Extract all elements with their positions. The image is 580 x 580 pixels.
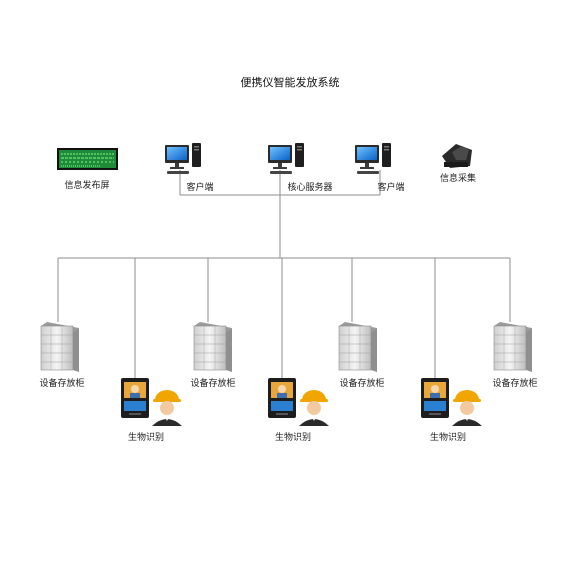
storage-cabinet-icon	[40, 321, 80, 373]
desktop-computer-icon	[165, 143, 201, 174]
cabinet-label: 设备存放柜	[190, 377, 235, 389]
diagram-title: 便携仪智能发放系统	[241, 75, 340, 89]
client-left: 客户端	[165, 143, 214, 193]
face-recognition-terminal-icon	[121, 378, 182, 426]
connection-lines	[57, 170, 511, 380]
storage-cabinet-icon	[193, 321, 233, 373]
desktop-computer-icon	[268, 143, 304, 174]
info-display-label: 信息发布屏	[64, 179, 109, 191]
face-recognition-terminal-icon	[268, 378, 329, 426]
storage-cabinet-icon	[338, 321, 378, 373]
cabinet-unit: 设备存放柜	[39, 321, 85, 389]
cabinet-label: 设备存放柜	[492, 377, 537, 389]
cabinet-label: 设备存放柜	[39, 377, 84, 389]
fingerprint-scanner-icon	[442, 144, 472, 168]
biometric-label: 生物识别	[128, 431, 164, 443]
info-collection-label: 信息采集	[440, 172, 476, 184]
client-left-label: 客户端	[186, 181, 213, 193]
biometric-unit: 生物识别	[421, 378, 482, 443]
client-right-label: 客户端	[377, 181, 404, 193]
client-right: 客户端	[355, 143, 405, 193]
biometric-unit: 生物识别	[268, 378, 329, 443]
biometric-label: 生物识别	[275, 431, 311, 443]
core-server: 核心服务器	[268, 143, 333, 193]
cabinet-unit: 设备存放柜	[190, 321, 236, 389]
face-recognition-terminal-icon	[421, 378, 482, 426]
cabinet-unit: 设备存放柜	[492, 321, 538, 389]
info-display-screen: 信息发布屏	[57, 148, 118, 191]
led-display-icon	[57, 148, 118, 170]
cabinet-unit: 设备存放柜	[338, 321, 385, 389]
core-server-label: 核心服务器	[287, 181, 332, 193]
desktop-computer-icon	[355, 143, 391, 174]
biometric-unit: 生物识别	[121, 378, 182, 443]
storage-cabinet-icon	[493, 321, 533, 373]
info-collection: 信息采集	[440, 144, 476, 184]
biometric-label: 生物识别	[430, 431, 466, 443]
cabinet-label: 设备存放柜	[339, 377, 384, 389]
